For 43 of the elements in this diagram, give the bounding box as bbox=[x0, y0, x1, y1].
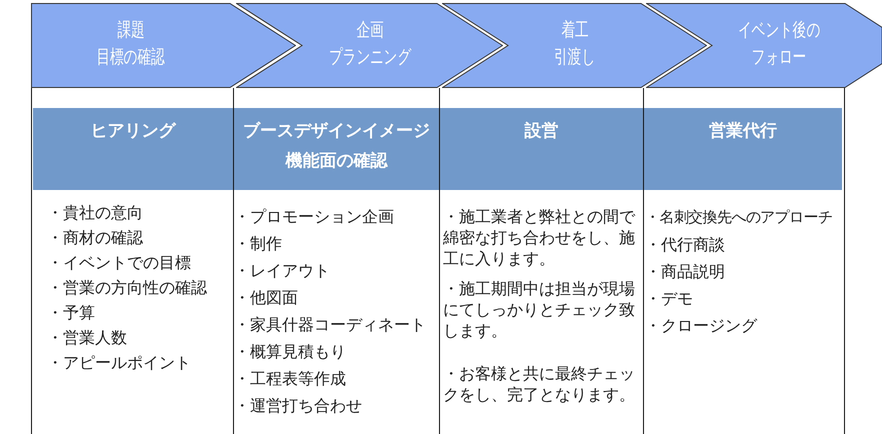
list-item: ・制作 bbox=[234, 234, 282, 253]
list-item: ・デモ bbox=[645, 289, 693, 308]
list-item: ・プロモーション企画 bbox=[234, 207, 394, 226]
header-cell bbox=[440, 108, 643, 190]
list-item: ・イベントでの目標 bbox=[47, 253, 191, 272]
column-heading: ヒアリング bbox=[90, 121, 176, 141]
list-item: ・レイアウト bbox=[234, 261, 330, 280]
list-item: ・商材の確認 bbox=[47, 228, 143, 247]
stage-subtitle: 引渡し bbox=[554, 45, 596, 70]
list-item: ・他図面 bbox=[234, 288, 298, 307]
list-item: ・名刺交換先へのアプローチ bbox=[645, 208, 832, 226]
table-column bbox=[233, 88, 439, 434]
table-column bbox=[643, 88, 845, 434]
header-cell bbox=[33, 108, 233, 190]
stage-title: イベント後の bbox=[737, 18, 820, 43]
stage-subtitle: プランニング bbox=[328, 45, 411, 70]
list-item: ・営業の方向性の確認 bbox=[47, 278, 207, 297]
stage-title: 企画 bbox=[356, 18, 384, 43]
stage-title: 着工 bbox=[560, 18, 588, 43]
column-heading: 営業代行 bbox=[709, 121, 777, 141]
column-heading: ブースデザインイメージ機能面の確認 bbox=[243, 121, 430, 171]
list-item: ・アピールポイント bbox=[47, 353, 191, 372]
table-column bbox=[31, 88, 233, 434]
list-item: ・予算 bbox=[47, 303, 95, 322]
bullet-paragraph: ・施工期間中は担当が現場にてしっかりとチェック致します。 bbox=[443, 279, 635, 340]
list-item: ・営業人数 bbox=[47, 328, 127, 347]
list-item: ・概算見積もり bbox=[234, 342, 346, 361]
header-cell bbox=[234, 108, 439, 190]
list-item: ・代行商談 bbox=[645, 235, 725, 254]
list-item: ・工程表等作成 bbox=[234, 369, 346, 388]
list-item: ・貴社の意向 bbox=[47, 203, 143, 222]
column-heading: 設営 bbox=[524, 121, 558, 141]
list-item: ・家具什器コーディネート bbox=[234, 315, 426, 334]
bullet-paragraph: ・お客様と共に最終チェックをし、完了となります。 bbox=[443, 364, 635, 404]
header-cell bbox=[644, 108, 842, 190]
stage-subtitle: フォロー bbox=[751, 45, 806, 70]
stage-subtitle: 目標の確認 bbox=[96, 45, 165, 70]
list-item: ・クロージング bbox=[645, 316, 757, 335]
stage-title: 課題 bbox=[116, 18, 144, 43]
list-item: ・運営打ち合わせ bbox=[234, 396, 362, 415]
list-item: ・商品説明 bbox=[645, 262, 725, 281]
table-column bbox=[439, 88, 643, 434]
bullet-paragraph: ・施工業者と弊社との間で綿密な打ち合わせをし、施工に入ります。 bbox=[443, 207, 635, 268]
